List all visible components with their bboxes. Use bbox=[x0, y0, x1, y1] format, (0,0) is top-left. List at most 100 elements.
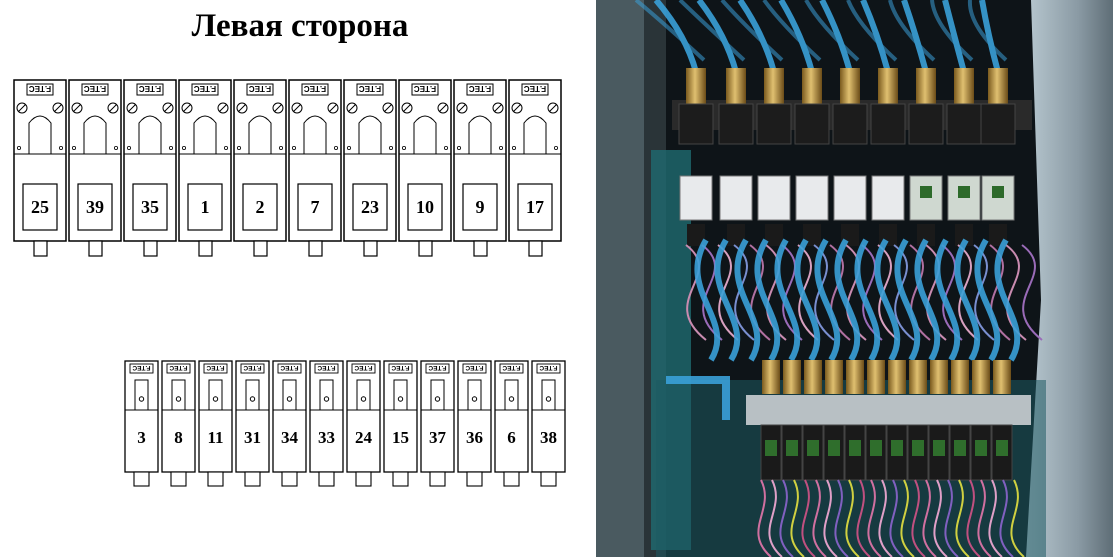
coil-outline bbox=[282, 379, 297, 410]
brass-fitting bbox=[878, 68, 898, 104]
connector bbox=[363, 240, 378, 257]
led-left bbox=[512, 145, 517, 150]
led-board bbox=[920, 186, 932, 198]
brand-label: F.TEC bbox=[359, 84, 381, 93]
coil-outline bbox=[467, 379, 482, 410]
wire bbox=[685, 244, 707, 341]
valve-module: F.TEC 35 bbox=[123, 79, 177, 257]
brand-plate bbox=[314, 363, 339, 374]
brass-fitting bbox=[840, 68, 860, 104]
valve-cap bbox=[757, 175, 791, 221]
hose bbox=[967, 0, 1008, 62]
brand-plate bbox=[411, 83, 439, 96]
led-board bbox=[954, 440, 966, 456]
connector bbox=[466, 471, 483, 487]
valve-body bbox=[161, 360, 196, 473]
connector bbox=[418, 240, 433, 257]
led-left bbox=[346, 145, 351, 150]
coil-outline bbox=[171, 379, 186, 410]
wire bbox=[823, 479, 838, 557]
connector bbox=[355, 471, 372, 487]
hose bbox=[901, 0, 929, 73]
valve-number: 39 bbox=[86, 197, 104, 217]
brand-label: F.TEC bbox=[391, 364, 409, 371]
number-box bbox=[352, 183, 388, 231]
photo-valves-top bbox=[672, 68, 1032, 246]
hose bbox=[762, 0, 822, 62]
led-board bbox=[765, 440, 777, 456]
led-icon bbox=[360, 396, 367, 402]
hose bbox=[860, 0, 891, 73]
valve-body bbox=[420, 360, 455, 473]
screw-slot bbox=[513, 104, 521, 112]
coil-outline bbox=[504, 379, 519, 410]
number-box bbox=[77, 183, 113, 231]
valve-number: 34 bbox=[281, 428, 299, 447]
wire bbox=[717, 244, 739, 341]
hose bbox=[720, 0, 784, 62]
wire bbox=[911, 479, 926, 557]
brand-label: F.TEC bbox=[139, 84, 161, 93]
brass-fitting bbox=[930, 360, 948, 394]
led-icon bbox=[286, 396, 293, 402]
wire bbox=[922, 479, 937, 557]
valve-cap bbox=[795, 175, 829, 221]
hose bbox=[778, 0, 815, 73]
valve-number: 35 bbox=[141, 197, 159, 217]
connector bbox=[253, 240, 268, 257]
brand-plate bbox=[166, 363, 191, 374]
valve-number: 7 bbox=[311, 197, 320, 217]
brass-fitting bbox=[802, 68, 822, 104]
coil-outline bbox=[393, 379, 408, 410]
coil-outline bbox=[83, 115, 107, 154]
connector bbox=[473, 240, 488, 257]
wire bbox=[781, 244, 803, 341]
screw-slot bbox=[109, 104, 117, 112]
wire bbox=[944, 479, 959, 557]
hose bbox=[804, 0, 860, 62]
coil-outline bbox=[319, 379, 334, 410]
hose bbox=[734, 238, 761, 362]
connector bbox=[244, 471, 261, 487]
brass-fitting bbox=[764, 68, 784, 104]
wire bbox=[999, 479, 1014, 557]
brass-fitting bbox=[846, 360, 864, 394]
hose bbox=[974, 238, 1001, 362]
wire bbox=[1010, 479, 1025, 557]
valve-top bbox=[718, 103, 754, 145]
valve-number: 31 bbox=[244, 428, 261, 447]
brand-label: F.TEC bbox=[206, 364, 224, 371]
led-left bbox=[16, 145, 21, 150]
led-board bbox=[891, 440, 903, 456]
wire bbox=[790, 479, 805, 557]
screw-slot bbox=[348, 104, 356, 112]
brand-plate bbox=[136, 83, 164, 96]
hose bbox=[819, 0, 853, 73]
led-left bbox=[72, 145, 77, 150]
led-board bbox=[912, 440, 924, 456]
brand-plate bbox=[81, 83, 109, 96]
led-icon bbox=[397, 396, 404, 402]
brand-plate bbox=[425, 363, 450, 374]
coil-outline bbox=[430, 379, 445, 410]
brand-plate bbox=[388, 363, 413, 374]
number-box bbox=[187, 183, 223, 231]
screw-slot bbox=[403, 104, 411, 112]
valve-row-top: F.TEC25F.TEC39F.TEC35F.TEC1F.TEC2F.TEC7F… bbox=[13, 79, 562, 257]
connector bbox=[503, 471, 520, 487]
number-box bbox=[22, 183, 58, 231]
hose bbox=[854, 238, 881, 362]
wire bbox=[768, 479, 783, 557]
brand-plate bbox=[301, 83, 329, 96]
brand-plate bbox=[466, 83, 494, 96]
valve-number: 11 bbox=[207, 428, 223, 447]
brand-plate bbox=[462, 363, 487, 374]
hose bbox=[737, 0, 777, 73]
hose bbox=[714, 238, 741, 362]
coil-outline bbox=[413, 115, 437, 154]
